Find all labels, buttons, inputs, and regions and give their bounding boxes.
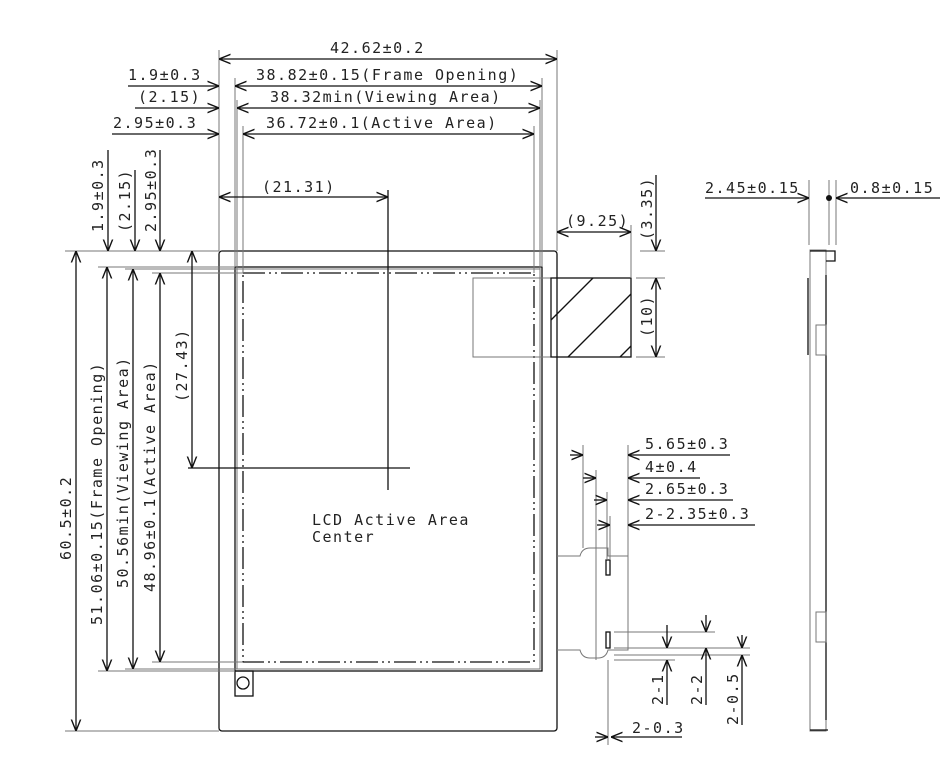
dim-tail-2-2: 2-2 xyxy=(688,673,706,705)
fpc-connector xyxy=(550,277,632,358)
dim-fpc-width: (9.25) xyxy=(566,212,629,230)
dim-top-viewing: (2.15) xyxy=(116,169,134,232)
fpc xyxy=(472,277,632,358)
dim-left-viewing: (2.15) xyxy=(138,88,201,106)
dim-overall-height: 60.5±0.2 xyxy=(57,476,75,560)
dim-center-y: (27.43) xyxy=(173,328,191,402)
dim-active-width: 36.72±0.1(Active Area) xyxy=(266,114,498,132)
dim-top-active: 2.95±0.3 xyxy=(142,148,160,232)
dim-overall-width: 42.62±0.2 xyxy=(330,39,425,57)
dim-tail-5-65: 5.65±0.3 xyxy=(645,435,729,453)
center-label-2: Center xyxy=(312,528,375,546)
dim-dot xyxy=(826,195,832,201)
dim-tail-2-0-5: 2-0.5 xyxy=(724,672,742,725)
dim-tail-2-2-35: 2-2.35±0.3 xyxy=(645,505,750,523)
center-label: LCD Active Area xyxy=(312,511,470,529)
slot xyxy=(605,631,611,649)
dim-left-frame: 1.9±0.3 xyxy=(128,66,202,84)
dim-tail-2-0-3: 2-0.3 xyxy=(632,719,685,737)
tail-dimensions: 5.65±0.3 4±0.4 2.65±0.3 2-2.35±0.3 2-1 2… xyxy=(570,435,755,745)
dim-tail-2-1: 2-1 xyxy=(649,673,667,705)
dim-fpc-height: (10) xyxy=(638,295,656,337)
fpc-dimensions: (9.25) (3.35) (10) xyxy=(556,175,665,358)
dim-top-frame: 1.9±0.3 xyxy=(89,158,107,232)
hatch xyxy=(619,345,632,358)
side-clip xyxy=(815,611,827,643)
slot xyxy=(605,559,611,576)
fpc-flex xyxy=(472,277,552,358)
dim-center-x: (21.31) xyxy=(262,178,336,196)
dim-frame-opening-height: 51.06±0.15(Frame Opening) xyxy=(88,362,106,625)
active-area xyxy=(242,272,535,663)
dim-side-bezel: 0.8±0.15 xyxy=(850,179,934,197)
corner-hole xyxy=(236,676,250,690)
front-view xyxy=(188,190,558,732)
dim-frame-opening-width: 38.82±0.15(Frame Opening) xyxy=(256,66,519,84)
dim-left-active: 2.95±0.3 xyxy=(113,114,197,132)
dim-active-height: 48.96±0.1(Active Area) xyxy=(141,360,159,592)
dim-viewing-height: 50.56min(Viewing Area) xyxy=(114,356,132,588)
height-dimensions: 1.9±0.3 (2.15) 2.95±0.3 60.5±0.2 51.06±0… xyxy=(57,148,243,732)
tail xyxy=(557,547,629,659)
dim-viewing-width: 38.32min(Viewing Area) xyxy=(270,88,502,106)
dim-tail-2-65: 2.65±0.3 xyxy=(645,480,729,498)
side-view: 2.45±0.15 0.8±0.15 xyxy=(705,179,940,732)
corner-tab xyxy=(234,670,254,697)
side-body xyxy=(809,249,827,732)
width-dimensions: 42.62±0.2 38.82±0.15(Frame Opening) 38.3… xyxy=(112,39,558,273)
hatch xyxy=(567,293,632,358)
hatch xyxy=(550,277,594,321)
dim-side-thickness: 2.45±0.15 xyxy=(705,179,800,197)
side-clip xyxy=(815,324,827,356)
dim-fpc-offset: (3.35) xyxy=(638,177,656,240)
dim-tail-4: 4±0.4 xyxy=(645,458,698,476)
